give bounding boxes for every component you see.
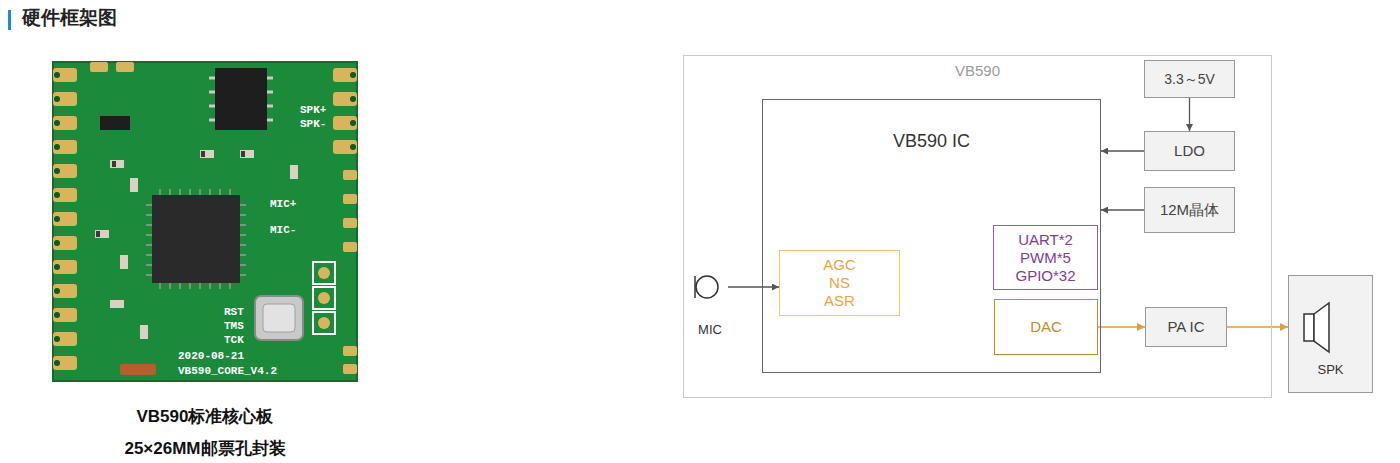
microphone: MIC <box>692 274 728 340</box>
silkscreen-label: TCK <box>224 334 244 346</box>
diagram-title: 硬件框架图 <box>22 7 117 30</box>
peripheral-box: UART*2 PWM*5 GPIO*32 <box>993 225 1098 290</box>
module-outline: VB590VB590 IC AGC NS ASR UART*2 PWM*5 GPIO… <box>683 55 1272 398</box>
node-label: 3.3～5V <box>1164 71 1215 88</box>
silkscreen-label: RST <box>224 306 244 318</box>
connector-arrow <box>1101 150 1144 151</box>
node-label: 12M晶体 <box>1160 201 1219 219</box>
node-label: MIC <box>698 322 722 338</box>
silkscreen-label: 2020-08-21 <box>178 350 244 362</box>
connector-arrow <box>1098 326 1145 327</box>
node-label: VB590 <box>955 62 1000 80</box>
connector-arrow <box>1227 326 1288 327</box>
silkscreen-label: TMS <box>224 320 244 332</box>
silkscreen-label: MIC- <box>270 224 296 236</box>
node-label: SPK <box>1317 362 1343 378</box>
node-label: AGC NS ASR <box>816 256 864 310</box>
pcb-board <box>53 62 357 381</box>
dac-box: DAC <box>994 299 1098 355</box>
connector-arrow <box>1101 209 1144 210</box>
node-label: PA IC <box>1167 318 1204 336</box>
ldo-box: LDO <box>1144 131 1235 171</box>
speaker-box: SPK <box>1288 275 1373 393</box>
node-label: DAC <box>1030 318 1062 336</box>
speaker-symbol <box>1289 276 1329 356</box>
microphone-symbol <box>692 274 732 354</box>
amplifier-box: PA IC <box>1145 307 1227 347</box>
board-caption: VB590标准核心板 25×26MM邮票孔封装 <box>112 401 298 463</box>
title-bar <box>8 10 11 30</box>
silkscreen-label: SPK+ <box>300 104 326 116</box>
ic-box: VB590 IC AGC NS ASR UART*2 PWM*5 GPIO*32DA… <box>762 99 1101 373</box>
node-label: UART*2 PWM*5 GPIO*32 <box>1010 231 1082 285</box>
silkscreen-label: VB590_CORE_V4.2 <box>178 365 277 377</box>
node-label: LDO <box>1174 142 1205 160</box>
node-label: VB590 IC <box>893 131 970 153</box>
connector-arrow <box>728 286 779 287</box>
connector-arrow <box>1189 98 1190 131</box>
crystal-box: 12M晶体 <box>1144 187 1235 233</box>
power-box: 3.3～5V <box>1144 60 1235 98</box>
function-box: AGC NS ASR <box>779 250 900 316</box>
silkscreen-label: SPK- <box>300 118 326 130</box>
silkscreen-label: MIC+ <box>270 198 296 210</box>
